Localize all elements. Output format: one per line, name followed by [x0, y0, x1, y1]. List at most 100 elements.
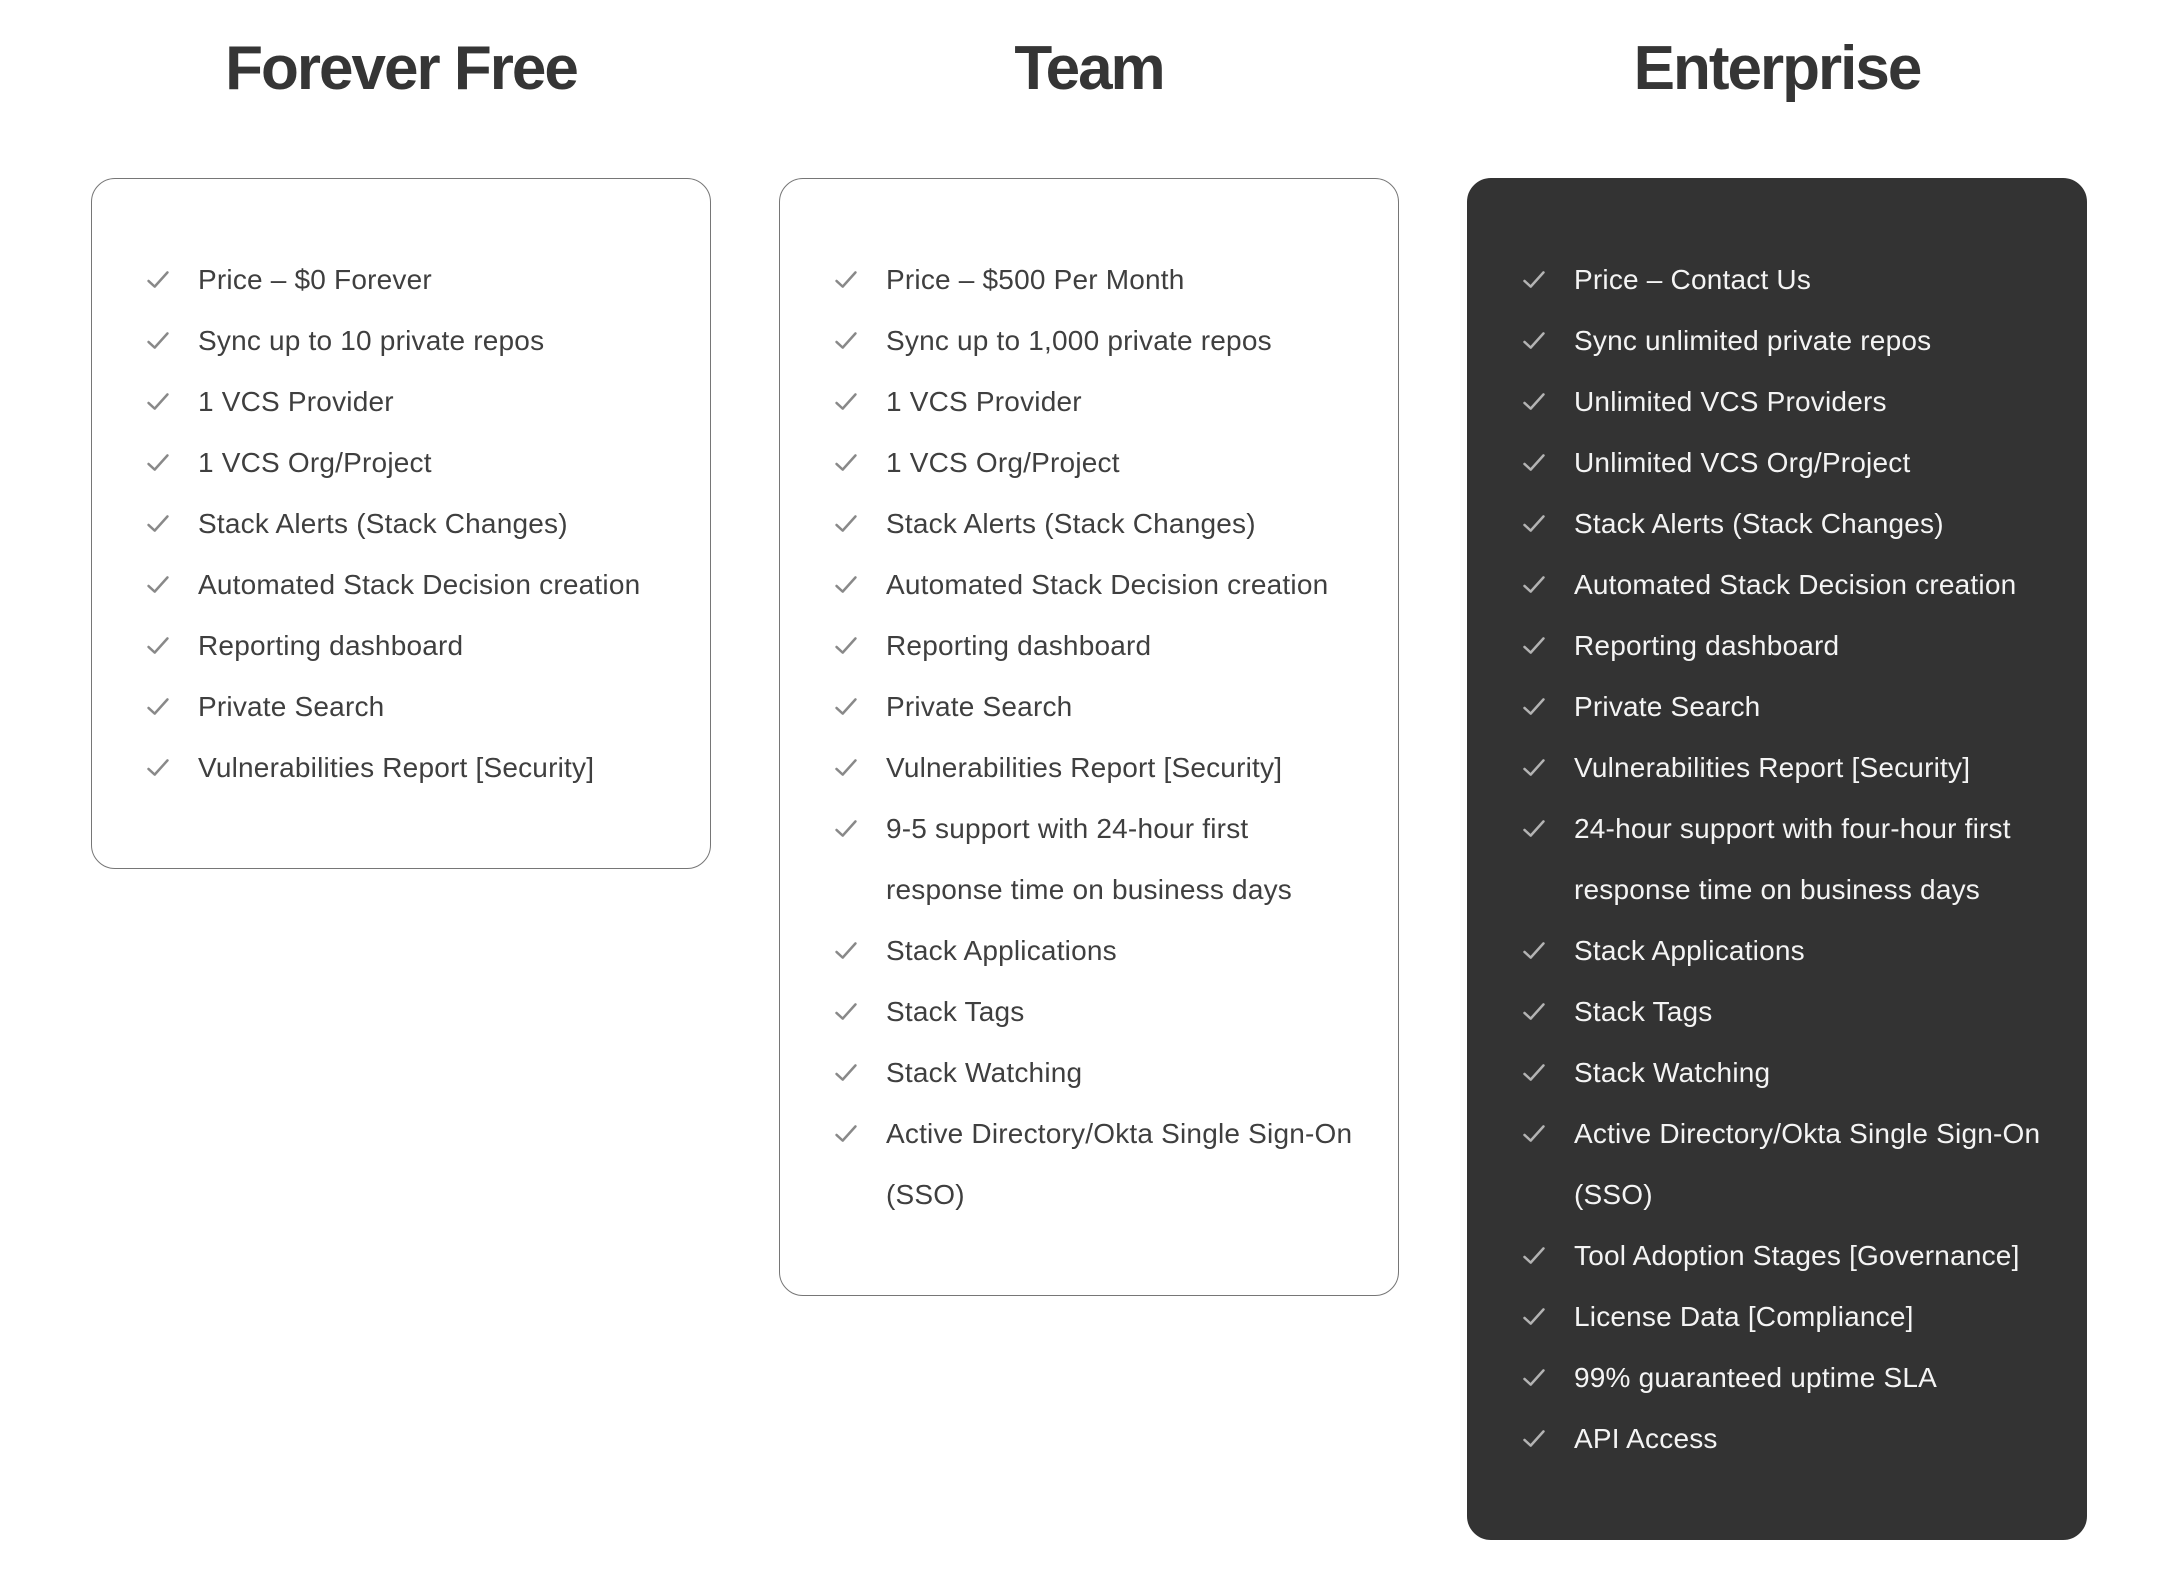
plan-column-enterprise: Enterprise Price – Contact Us: [1467, 32, 2087, 1540]
check-icon: [146, 554, 172, 615]
feature-item: Stack Alerts (Stack Changes): [834, 493, 1364, 554]
feature-item: Automated Stack Decision creation: [1522, 554, 2052, 615]
feature-item: Private Search: [834, 676, 1364, 737]
check-icon: [1522, 371, 1548, 432]
feature-item: Stack Tags: [834, 981, 1364, 1042]
feature-text: Vulnerabilities Report [Security]: [886, 752, 1283, 783]
feature-text: Active Directory/Okta Single Sign-On (SS…: [1574, 1118, 2041, 1210]
feature-text: Sync unlimited private repos: [1574, 325, 1932, 356]
check-icon: [146, 371, 172, 432]
plan-card-team: Price – $500 Per Month Sync up to 1,000 …: [779, 178, 1399, 1296]
feature-item: License Data [Compliance]: [1522, 1286, 2052, 1347]
feature-item: Sync up to 10 private repos: [146, 310, 676, 371]
plan-card-enterprise: Price – Contact Us Sync unlimited privat…: [1467, 178, 2087, 1540]
feature-text: Sync up to 10 private repos: [198, 325, 545, 356]
feature-item: Tool Adoption Stages [Governance]: [1522, 1225, 2052, 1286]
feature-item: 9-5 support with 24-hour first response …: [834, 798, 1364, 920]
check-icon: [834, 493, 860, 554]
feature-item: Price – $500 Per Month: [834, 249, 1364, 310]
check-icon: [146, 432, 172, 493]
feature-text: Stack Alerts (Stack Changes): [198, 508, 568, 539]
plan-column-forever-free: Forever Free Price – $0 Forever: [91, 32, 711, 1540]
feature-item: Reporting dashboard: [834, 615, 1364, 676]
feature-text: 1 VCS Provider: [198, 386, 394, 417]
feature-item: Sync up to 1,000 private repos: [834, 310, 1364, 371]
feature-item: Vulnerabilities Report [Security]: [834, 737, 1364, 798]
check-icon: [1522, 1225, 1548, 1286]
check-icon: [146, 249, 172, 310]
check-icon: [834, 310, 860, 371]
feature-item: API Access: [1522, 1408, 2052, 1469]
plan-column-team: Team Price – $500 Per Month: [779, 32, 1399, 1540]
feature-item: Reporting dashboard: [146, 615, 676, 676]
feature-text: Stack Alerts (Stack Changes): [1574, 508, 1944, 539]
feature-text: Price – $500 Per Month: [886, 264, 1185, 295]
feature-item: Active Directory/Okta Single Sign-On (SS…: [834, 1103, 1364, 1225]
feature-item: Private Search: [146, 676, 676, 737]
check-icon: [1522, 615, 1548, 676]
feature-item: Reporting dashboard: [1522, 615, 2052, 676]
feature-item: 99% guaranteed uptime SLA: [1522, 1347, 2052, 1408]
feature-text: Reporting dashboard: [198, 630, 464, 661]
feature-item: Automated Stack Decision creation: [146, 554, 676, 615]
check-icon: [834, 981, 860, 1042]
check-icon: [1522, 737, 1548, 798]
feature-text: Automated Stack Decision creation: [198, 569, 641, 600]
feature-item: Private Search: [1522, 676, 2052, 737]
feature-text: 99% guaranteed uptime SLA: [1574, 1362, 1938, 1393]
check-icon: [834, 1103, 860, 1164]
feature-text: Unlimited VCS Providers: [1574, 386, 1887, 417]
check-icon: [1522, 1286, 1548, 1347]
check-icon: [146, 676, 172, 737]
feature-list-enterprise: Price – Contact Us Sync unlimited privat…: [1522, 249, 2052, 1469]
feature-text: Reporting dashboard: [1574, 630, 1840, 661]
feature-item: 1 VCS Provider: [834, 371, 1364, 432]
check-icon: [1522, 310, 1548, 371]
feature-text: 1 VCS Org/Project: [886, 447, 1120, 478]
check-icon: [834, 554, 860, 615]
feature-text: License Data [Compliance]: [1574, 1301, 1914, 1332]
feature-text: API Access: [1574, 1423, 1718, 1454]
feature-item: Price – $0 Forever: [146, 249, 676, 310]
feature-item: 1 VCS Org/Project: [146, 432, 676, 493]
feature-item: Vulnerabilities Report [Security]: [1522, 737, 2052, 798]
feature-item: Sync unlimited private repos: [1522, 310, 2052, 371]
feature-text: Stack Tags: [1574, 996, 1713, 1027]
feature-item: Unlimited VCS Org/Project: [1522, 432, 2052, 493]
feature-item: Stack Applications: [1522, 920, 2052, 981]
feature-item: Active Directory/Okta Single Sign-On (SS…: [1522, 1103, 2052, 1225]
feature-item: 1 VCS Provider: [146, 371, 676, 432]
check-icon: [1522, 432, 1548, 493]
feature-text: Unlimited VCS Org/Project: [1574, 447, 1911, 478]
check-icon: [834, 432, 860, 493]
feature-text: Price – Contact Us: [1574, 264, 1812, 295]
feature-list-forever-free: Price – $0 Forever Sync up to 10 private…: [146, 249, 676, 798]
check-icon: [834, 615, 860, 676]
feature-list-team: Price – $500 Per Month Sync up to 1,000 …: [834, 249, 1364, 1225]
feature-text: Stack Alerts (Stack Changes): [886, 508, 1256, 539]
plan-title-enterprise: Enterprise: [1633, 34, 1923, 103]
feature-item: Vulnerabilities Report [Security]: [146, 737, 676, 798]
check-icon: [834, 920, 860, 981]
feature-item: Automated Stack Decision creation: [834, 554, 1364, 615]
feature-text: Automated Stack Decision creation: [1574, 569, 2017, 600]
check-icon: [1522, 981, 1548, 1042]
feature-text: Private Search: [198, 691, 385, 722]
feature-item: Stack Tags: [1522, 981, 2052, 1042]
feature-text: Sync up to 1,000 private repos: [886, 325, 1272, 356]
check-icon: [146, 615, 172, 676]
feature-text: Stack Applications: [1574, 935, 1805, 966]
check-icon: [1522, 920, 1548, 981]
feature-text: Private Search: [886, 691, 1073, 722]
feature-text: Stack Applications: [886, 935, 1117, 966]
feature-text: Stack Tags: [886, 996, 1025, 1027]
feature-text: Active Directory/Okta Single Sign-On (SS…: [886, 1118, 1353, 1210]
feature-text: Tool Adoption Stages [Governance]: [1574, 1240, 2020, 1271]
plan-title-forever-free: Forever Free: [225, 34, 579, 103]
plan-title-team: Team: [1014, 34, 1165, 103]
check-icon: [834, 1042, 860, 1103]
check-icon: [834, 737, 860, 798]
check-icon: [1522, 554, 1548, 615]
check-icon: [146, 737, 172, 798]
check-icon: [1522, 1347, 1548, 1408]
